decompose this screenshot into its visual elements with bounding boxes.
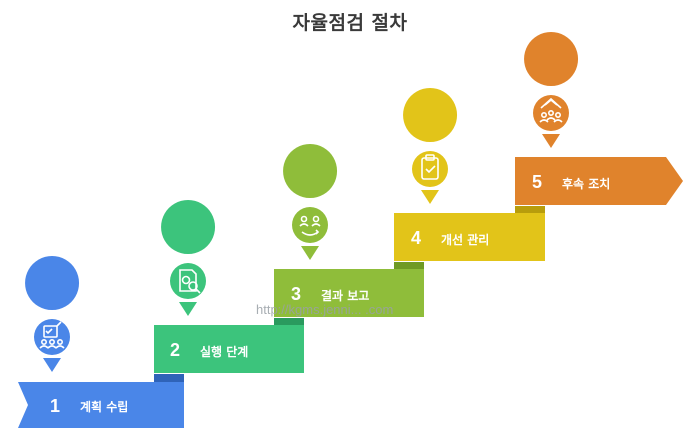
team-growth-icon bbox=[539, 97, 563, 123]
step-4-shape bbox=[394, 88, 545, 261]
people-exchange-icon bbox=[299, 215, 321, 236]
step-3-label: 결과 보고 bbox=[321, 289, 370, 303]
diagram-title: 자율점검 절차 bbox=[292, 12, 408, 34]
step-2-number: 2 bbox=[170, 340, 181, 360]
step-4-label: 개선 관리 bbox=[441, 233, 490, 247]
step-4-number: 4 bbox=[411, 228, 422, 248]
step-5-number: 5 bbox=[532, 172, 543, 192]
watermark-text: http://kgms.jenni... .com bbox=[256, 302, 394, 317]
step-1-label: 계획 수립 bbox=[80, 400, 129, 414]
step-2-shape bbox=[154, 200, 304, 373]
step-1-shape bbox=[18, 256, 184, 428]
step-3-number: 3 bbox=[291, 284, 302, 304]
step-5-label: 후속 조치 bbox=[562, 177, 611, 191]
document-search-icon bbox=[179, 269, 201, 294]
step-3-shape bbox=[274, 144, 424, 317]
step-5-shape bbox=[515, 32, 683, 205]
step-2-label: 실행 단계 bbox=[200, 345, 249, 359]
clipboard-check-icon bbox=[421, 154, 439, 180]
checklist-people-icon bbox=[39, 321, 65, 349]
step-1-number: 1 bbox=[50, 396, 61, 416]
